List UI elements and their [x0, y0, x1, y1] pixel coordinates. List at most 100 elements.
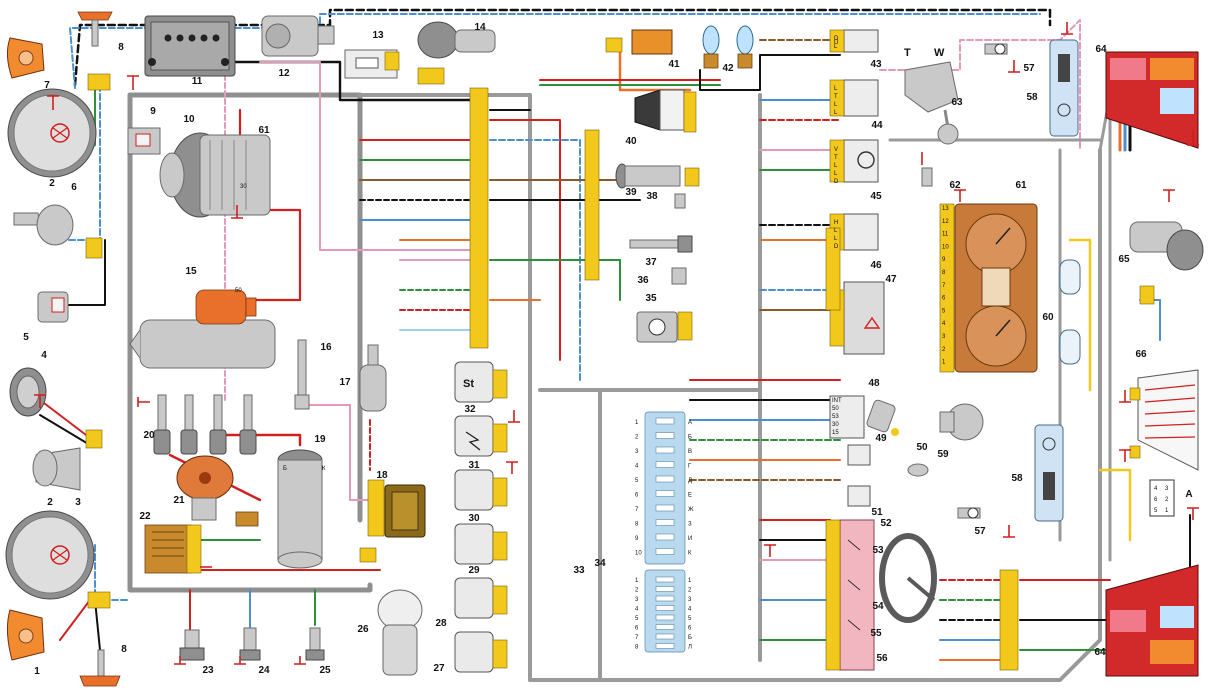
component-number-40: 40 [625, 136, 637, 147]
component-number-47: 47 [885, 274, 897, 285]
label-w: W [934, 47, 945, 59]
component-number-60: 60 [1042, 312, 1054, 323]
fuse-right-0: А [688, 420, 692, 426]
label-b: Б [283, 466, 287, 472]
component-number-61: 61 [1015, 180, 1027, 191]
door-lamp-58-top [1049, 39, 1079, 137]
component-number-37: 37 [645, 257, 657, 268]
relay-48-pin-30: 30 [832, 422, 839, 428]
starter-15 [129, 289, 276, 369]
switch-41 [605, 29, 673, 55]
fuse2-left-7: 7 [635, 635, 639, 641]
rear-lamp-64-bottom [1105, 564, 1199, 677]
component-number-10: 10 [183, 114, 195, 125]
fuse2-left-1: 1 [635, 578, 639, 584]
bulbs-42 [702, 25, 754, 69]
component-number-3: 3 [75, 497, 81, 508]
component-number-2: 2 [47, 497, 53, 508]
fuse [655, 576, 675, 583]
switch-46-pin-H: H [834, 220, 838, 226]
relay-48-pin-15: 15 [832, 430, 839, 436]
component-number-6: 6 [71, 182, 77, 193]
component-number-11: 11 [192, 76, 203, 87]
fuse-left-1: 1 [635, 420, 639, 426]
component-number-49: 49 [875, 433, 887, 444]
horn-3 [32, 447, 81, 491]
component-number-38: 38 [646, 191, 658, 202]
switch-46-pin-L: L [834, 228, 838, 234]
fuse2-right-1: 2 [688, 588, 692, 594]
component-number-23: 23 [202, 665, 214, 676]
component-number-8: 8 [118, 42, 124, 53]
switch-43-pin-L: L [834, 44, 838, 50]
component-number-25: 25 [319, 665, 331, 676]
fuse [655, 605, 675, 611]
sensor-17 [359, 344, 387, 412]
fuse2-left-6: 6 [635, 626, 639, 632]
fuse-right-5: Е [688, 493, 692, 499]
rear-heater-66 [1137, 369, 1199, 471]
component-number-7: 7 [44, 80, 50, 91]
label-t: T [904, 47, 911, 59]
component-number-17: 17 [339, 377, 351, 388]
fuse-left-5: 5 [635, 478, 639, 484]
component-number-29: 29 [468, 565, 480, 576]
sensor-59 [939, 403, 984, 441]
fuse-left-9: 9 [635, 536, 639, 542]
ground-lug-8-bottom [79, 649, 121, 687]
fuse [655, 624, 675, 630]
spark-plugs-20 [153, 394, 257, 455]
fuse2-right-5: 6 [688, 626, 692, 632]
cluster-left-pin-1: 1 [942, 360, 946, 366]
fuse [655, 432, 675, 439]
component-number-18: 18 [376, 470, 388, 481]
fuse2-left-3: 3 [635, 597, 639, 603]
relay-48 [829, 395, 899, 439]
component-number-62: 62 [949, 180, 961, 191]
component-number-32: 32 [464, 404, 476, 415]
fuse [655, 490, 675, 497]
fuse2-right-3: 4 [688, 607, 692, 613]
cigarette-lighter-39 [615, 163, 681, 189]
label-30: 30 [240, 184, 247, 190]
component-number-52: 52 [880, 518, 892, 529]
component-number-21: 21 [173, 495, 185, 506]
sensor-16 [294, 339, 310, 410]
switch-45-pin-L: L [834, 171, 838, 177]
relay-49 [847, 444, 871, 466]
fuse-left-3: 3 [635, 449, 639, 455]
cluster-left-pin-7: 7 [942, 283, 946, 289]
component-number-61: 61 [258, 125, 270, 136]
component-number-51: 51 [871, 507, 883, 518]
ground-symbols [34, 22, 1199, 665]
component-number-43: 43 [870, 59, 882, 70]
light-switch-40 [634, 89, 697, 133]
washer-pump-12 [261, 15, 335, 57]
fuse [655, 595, 675, 602]
wiper-motor-14 [417, 21, 496, 59]
component-number-41: 41 [668, 59, 680, 70]
component-number-27: 27 [433, 663, 445, 674]
component-number-57: 57 [974, 526, 986, 537]
fuse-right-3: Г [688, 464, 692, 470]
cluster-left-pin-13: 13 [942, 206, 949, 212]
component-number-26: 26 [357, 624, 369, 635]
fuse2-right-2: 3 [688, 597, 692, 603]
component-number-59: 59 [937, 449, 949, 460]
component-number-66: 66 [1135, 349, 1147, 360]
fuse2-right-4: 5 [688, 616, 692, 622]
connector-blocks [85, 51, 1155, 671]
component-number-12: 12 [278, 68, 290, 79]
alternator-10 [159, 132, 271, 218]
component-number-39: 39 [625, 187, 637, 198]
fuse [655, 633, 675, 640]
cluster-left-pin-6: 6 [942, 296, 946, 302]
component-number-24: 24 [258, 665, 270, 676]
instrument-cluster-61 [954, 203, 1038, 373]
cluster-left-pin-3: 3 [942, 334, 946, 340]
connector-a-pin-6: 6 [1154, 497, 1158, 503]
sender-62 [921, 167, 933, 187]
relay-48-pin-53: 53 [832, 414, 839, 420]
